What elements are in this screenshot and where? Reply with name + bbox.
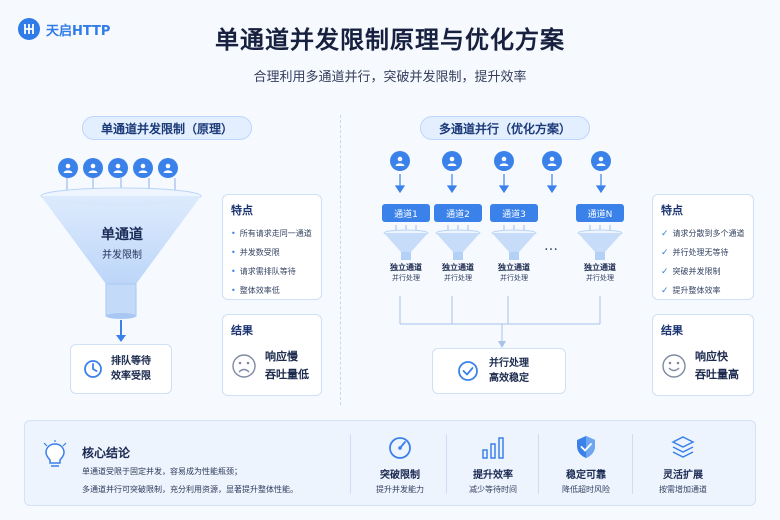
check-icon: ✓	[661, 266, 669, 277]
right-features-card: 特点 ✓请求分散到多个通道 ✓并行处理无等待 ✓突破并发限制 ✓提升整体效率	[652, 194, 754, 300]
channel-label: 通道N	[576, 204, 624, 222]
page-subtitle: 合理利用多通道并行，突破并发限制，提升效率	[253, 70, 527, 85]
layers-icon	[671, 436, 695, 458]
clock-icon	[84, 360, 102, 378]
section-divider	[340, 115, 341, 405]
feature-item: •所有请求走同一通道	[231, 229, 312, 238]
right-result-line1: 响应快	[695, 350, 728, 363]
right-features-title: 特点	[661, 204, 683, 217]
user-icon	[494, 151, 514, 171]
conclusion-title: 核心结论	[82, 446, 131, 460]
channel-sub2: 并行处理	[500, 274, 528, 282]
mini-funnel-icon	[435, 225, 481, 260]
benefit-efficiency: 提升效率 减少等待时间	[443, 434, 543, 495]
check-circle-icon	[458, 361, 478, 381]
left-outcome-box: 排队等待 效率受限	[70, 344, 172, 394]
check-icon: ✓	[661, 228, 669, 239]
right-result-line2: 吞吐量高	[695, 368, 739, 381]
channel-sub1: 独立通道	[498, 263, 530, 272]
right-result-title: 结果	[661, 324, 683, 337]
user-icon	[158, 158, 178, 178]
mini-funnel-icon	[491, 225, 537, 260]
user-icon	[542, 151, 562, 171]
shield-check-icon	[577, 436, 595, 458]
conclusion-line-2: 多通道并行可突破限制，充分利用资源，显著提升整体性能。	[82, 485, 298, 494]
bottom-divider	[632, 434, 633, 494]
mini-funnel-icon	[383, 225, 429, 260]
happy-face-icon	[662, 354, 686, 378]
channel-sub1: 独立通道	[442, 263, 474, 272]
conclusion-line-1: 单通道受限于固定并发，容易成为性能瓶颈；	[82, 467, 242, 476]
gauge-icon	[389, 437, 411, 459]
benefit-break-limit: 突破限制 提升并发能力	[350, 434, 450, 495]
right-section-label: 多通道并行（优化方案）	[420, 116, 590, 140]
left-section-label: 单通道并发限制（原理）	[82, 116, 252, 140]
channel-n: 通道N 独立通道 并行处理	[570, 204, 630, 283]
mini-funnel-icon	[577, 225, 623, 260]
left-user-row	[58, 158, 178, 178]
channel-sub1: 独立通道	[390, 263, 422, 272]
channel-1: 通道1 独立通道 并行处理	[376, 204, 436, 283]
right-result-card: 结果 响应快 吞吐量高	[652, 314, 754, 396]
left-outcome-line2: 效率受限	[111, 371, 151, 382]
user-icon	[58, 158, 78, 178]
user-icon	[390, 151, 410, 171]
feature-item: ✓提升整体效率	[661, 285, 721, 296]
bottom-divider	[446, 434, 447, 494]
feature-item: ✓请求分散到多个通道	[661, 228, 745, 239]
feature-item: •并发数受限	[231, 248, 280, 257]
channel-ellipsis: …	[544, 238, 558, 254]
user-icon	[83, 158, 103, 178]
feature-item: ✓并行处理无等待	[661, 247, 729, 258]
left-result-card: 结果 响应慢 吞吐量低	[222, 314, 322, 396]
channel-sub1: 独立通道	[584, 263, 616, 272]
channel-sub2: 并行处理	[392, 274, 420, 282]
channel-label: 通道3	[490, 204, 538, 222]
left-result-line2: 吞吐量低	[265, 368, 309, 381]
right-outcome-line1: 并行处理	[489, 358, 529, 369]
feature-item: •请求需排队等待	[231, 267, 296, 276]
down-arrow-icon	[116, 320, 126, 342]
channel-2: 通道2 独立通道 并行处理	[428, 204, 488, 283]
check-icon: ✓	[661, 247, 669, 258]
right-outcome-box: 并行处理 高效稳定	[432, 348, 566, 394]
brand-logo: 天启HTTP	[18, 18, 110, 40]
benefit-stability: 稳定可靠 降低超时风险	[536, 434, 636, 495]
channel-3: 通道3 独立通道 并行处理	[484, 204, 544, 283]
user-icon	[591, 151, 611, 171]
benefit-scalability: 灵活扩展 按需增加通道	[633, 434, 733, 495]
sad-face-icon	[232, 354, 256, 378]
funnel-subtitle: 并发限制	[102, 250, 142, 261]
left-features-card: 特点 •所有请求走同一通道 •并发数受限 •请求需排队等待 •整体效率低	[222, 194, 322, 300]
left-funnel-graphic	[40, 178, 202, 319]
page-title: 单通道并发限制原理与优化方案	[215, 26, 565, 54]
channel-sub2: 并行处理	[586, 274, 614, 282]
channel-sub2: 并行处理	[444, 274, 472, 282]
user-icon	[133, 158, 153, 178]
right-connector-lines	[394, 174, 607, 348]
user-icon	[108, 158, 128, 178]
bottom-divider	[350, 434, 351, 494]
bar-chart-icon	[482, 437, 504, 459]
logo-text: 天启HTTP	[46, 23, 111, 39]
logo-mark-icon	[18, 18, 40, 40]
conclusion-panel	[24, 420, 756, 506]
funnel-title: 单通道	[101, 227, 143, 243]
user-icon	[442, 151, 462, 171]
channel-label: 通道2	[434, 204, 482, 222]
feature-item: •整体效率低	[231, 286, 280, 295]
left-features-title: 特点	[231, 204, 253, 217]
right-outcome-line2: 高效稳定	[489, 373, 529, 384]
lightbulb-icon	[43, 440, 67, 467]
check-icon: ✓	[661, 285, 669, 296]
feature-item: ✓突破并发限制	[661, 266, 721, 277]
left-result-line1: 响应慢	[265, 350, 298, 363]
left-outcome-line1: 排队等待	[111, 356, 151, 367]
left-result-title: 结果	[231, 324, 253, 337]
channel-label: 通道1	[382, 204, 430, 222]
bottom-divider	[538, 434, 539, 494]
